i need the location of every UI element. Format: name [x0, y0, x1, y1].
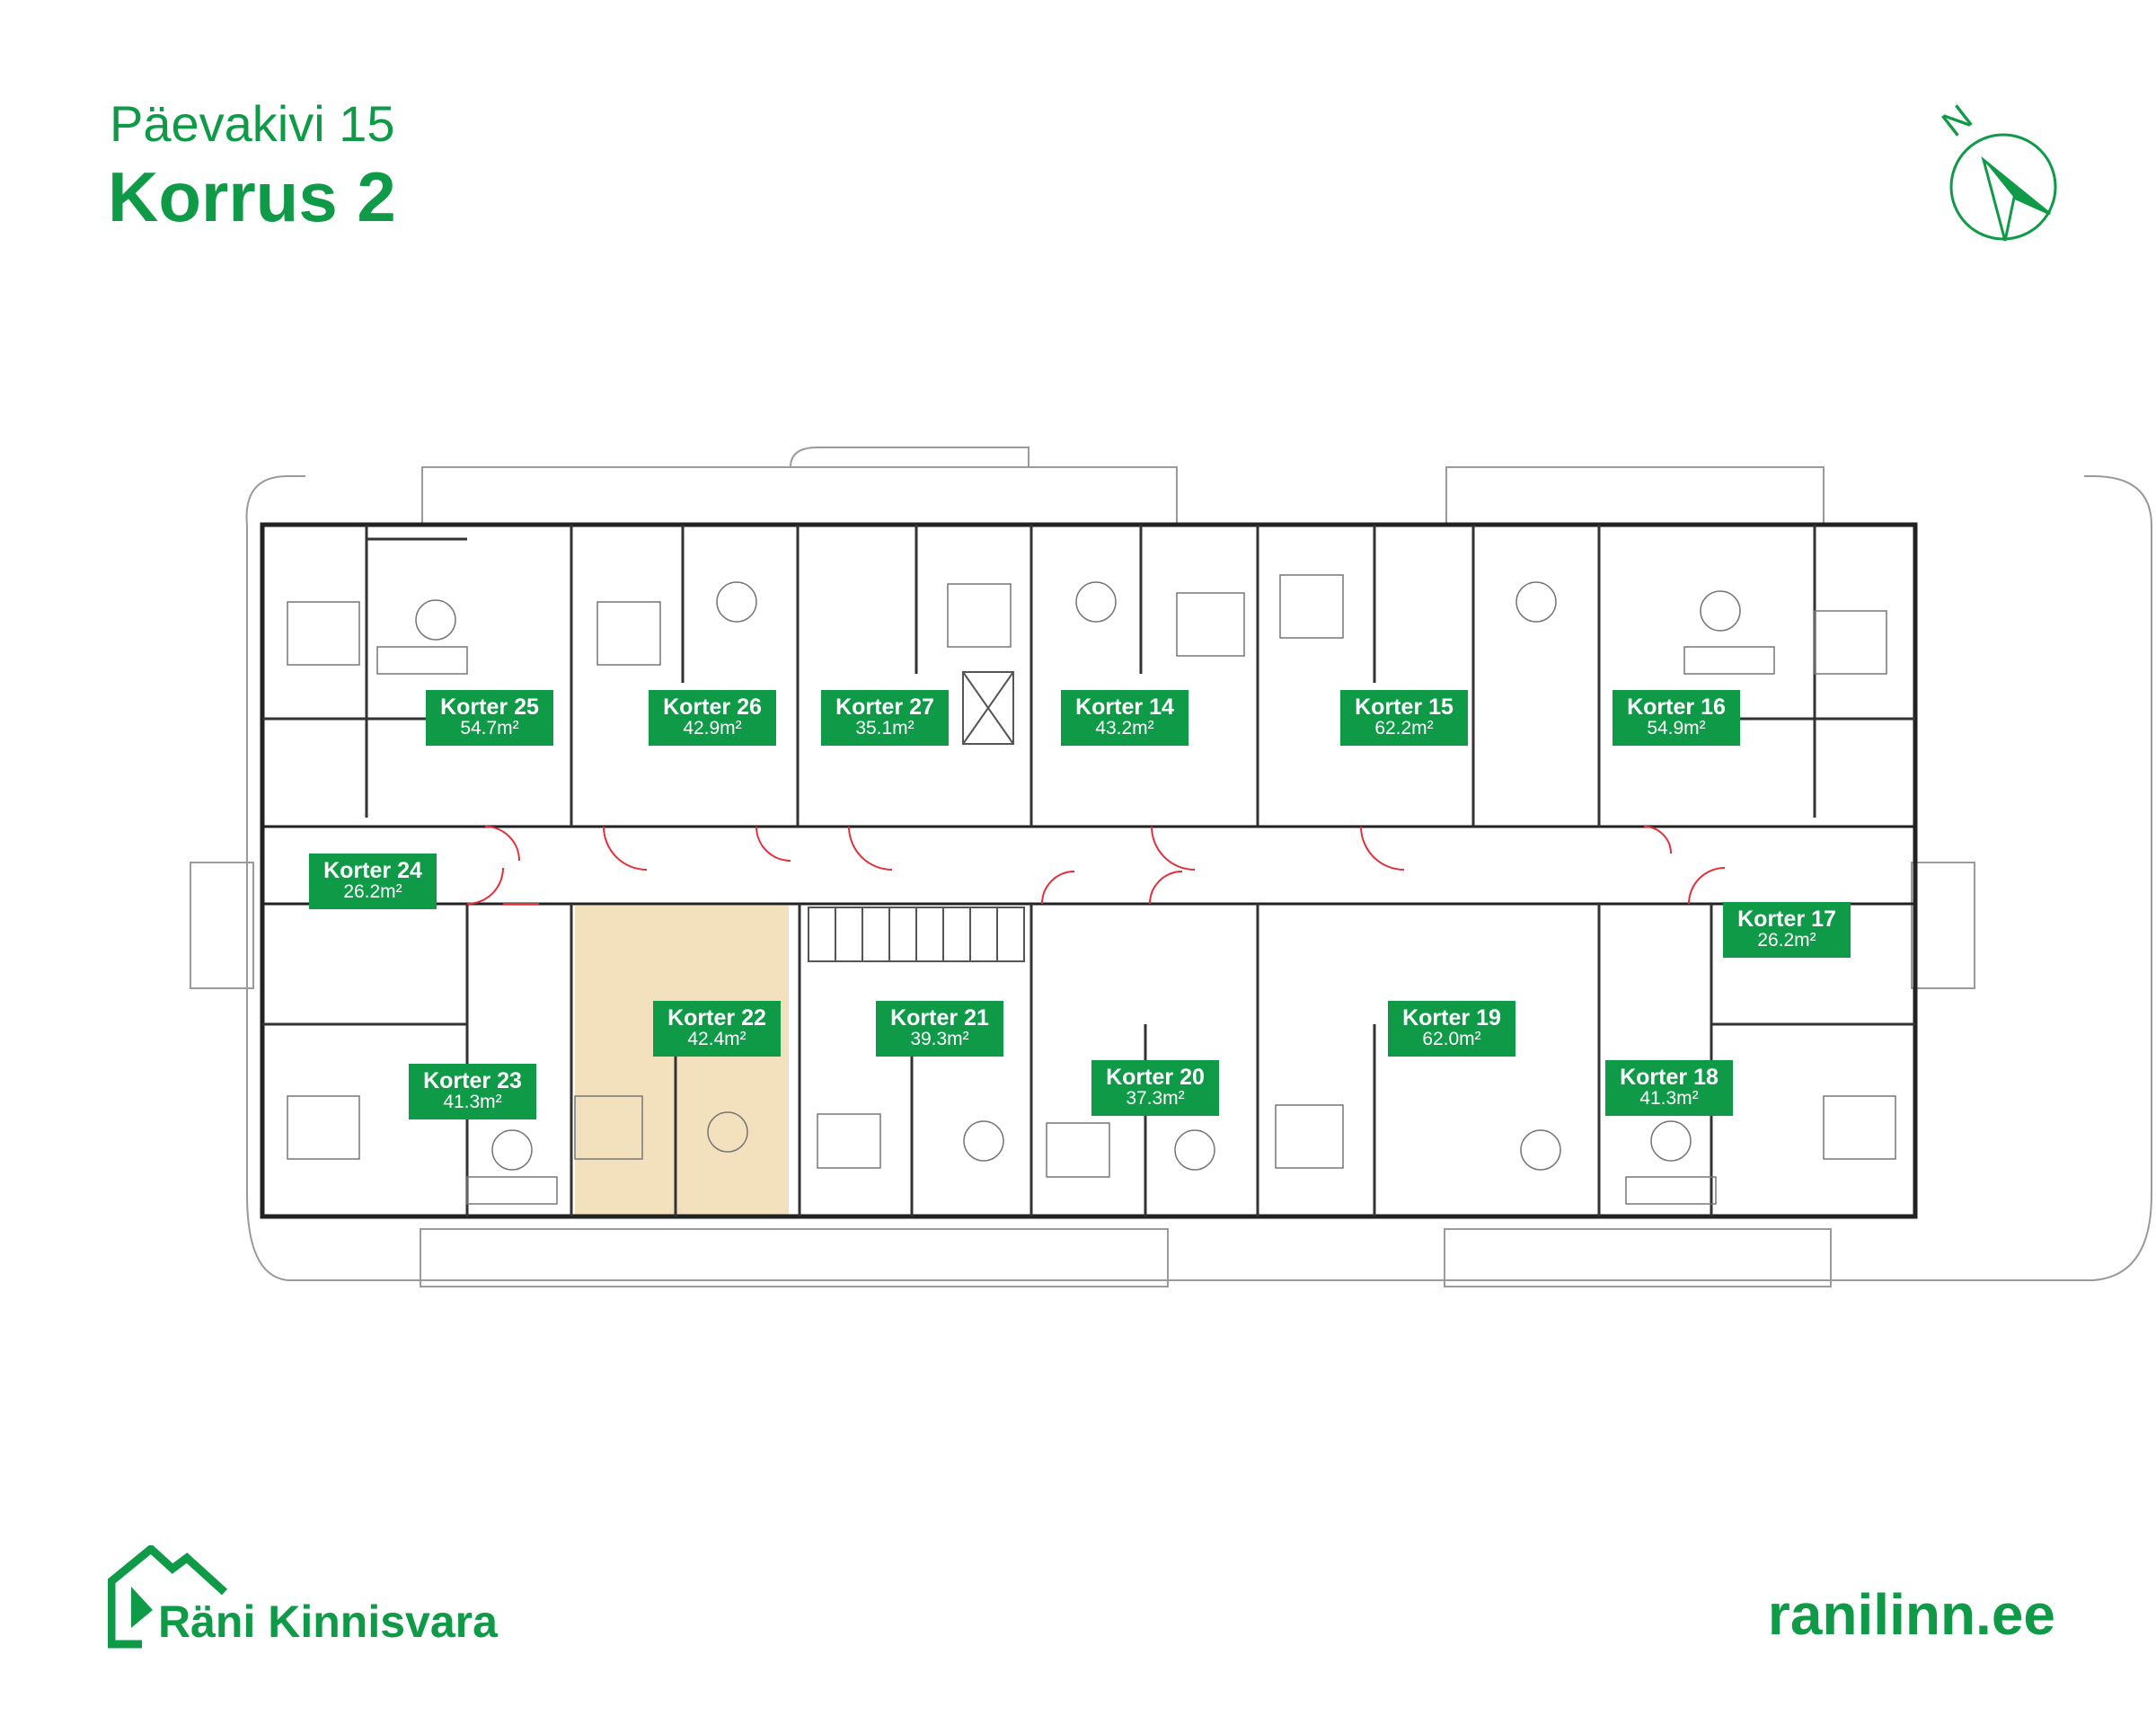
- apartment-name: Korter 18: [1620, 1065, 1719, 1090]
- apartment-label-korter-21[interactable]: Korter 21 39.3m²: [876, 1001, 1003, 1057]
- apartment-area: 26.2m²: [1757, 930, 1816, 951]
- house-logo-icon: [108, 1545, 228, 1649]
- apartment-label-korter-20[interactable]: Korter 20 37.3m²: [1091, 1060, 1219, 1117]
- brand-name: Räni Kinnisvara: [158, 1597, 498, 1647]
- apartment-area: 39.3m²: [910, 1029, 969, 1050]
- apartment-area: 26.2m²: [343, 881, 402, 903]
- website-link[interactable]: ranilinn.ee: [1767, 1582, 2055, 1647]
- apartment-label-korter-22[interactable]: Korter 22 42.4m²: [653, 1001, 781, 1057]
- apartment-name: Korter 24: [323, 858, 422, 883]
- apartment-label-korter-27[interactable]: Korter 27 35.1m²: [821, 690, 949, 747]
- apartment-name: Korter 25: [440, 694, 539, 720]
- apartment-area: 42.4m²: [687, 1029, 747, 1050]
- apartment-label-korter-26[interactable]: Korter 26 42.9m²: [649, 690, 776, 747]
- apartment-name: Korter 19: [1402, 1005, 1501, 1031]
- apartment-name: Korter 26: [663, 694, 762, 720]
- apartment-name: Korter 22: [667, 1005, 766, 1031]
- header-subtitle: Päevakivi 15: [110, 95, 395, 152]
- apartment-area: 37.3m²: [1126, 1088, 1185, 1110]
- apartment-label-korter-25[interactable]: Korter 25 54.7m²: [426, 690, 553, 747]
- apartment-label-korter-14[interactable]: Korter 14 43.2m²: [1061, 690, 1188, 747]
- apartment-label-korter-18[interactable]: Korter 18 41.3m²: [1605, 1060, 1733, 1117]
- apartment-area: 35.1m²: [855, 718, 915, 739]
- apartment-area: 62.2m²: [1374, 718, 1434, 739]
- apartment-area: 54.7m²: [460, 718, 519, 739]
- north-arrow-icon: N: [1935, 97, 2057, 242]
- apartment-area: 42.9m²: [683, 718, 742, 739]
- apartment-area: 43.2m²: [1095, 718, 1154, 739]
- apartment-area: 54.9m²: [1647, 718, 1706, 739]
- apartment-label-korter-23[interactable]: Korter 23 41.3m²: [409, 1064, 536, 1120]
- apartment-label-korter-16[interactable]: Korter 16 54.9m²: [1613, 690, 1740, 747]
- korter-22-highlight: [575, 906, 789, 1216]
- header-title: Korrus 2: [108, 157, 396, 236]
- apartment-name: Korter 17: [1737, 907, 1836, 932]
- apartment-name: Korter 21: [890, 1005, 989, 1031]
- apartment-area: 62.0m²: [1422, 1029, 1481, 1050]
- apartment-area: 41.3m²: [1639, 1088, 1699, 1110]
- apartment-label-korter-15[interactable]: Korter 15 62.2m²: [1340, 690, 1468, 747]
- apartment-label-korter-19[interactable]: Korter 19 62.0m²: [1388, 1001, 1515, 1057]
- apartment-label-korter-17[interactable]: Korter 17 26.2m²: [1723, 902, 1851, 959]
- apartment-label-korter-24[interactable]: Korter 24 26.2m²: [309, 854, 437, 910]
- apartment-name: Korter 14: [1075, 694, 1174, 720]
- apartment-name: Korter 15: [1355, 694, 1454, 720]
- apartment-name: Korter 27: [835, 694, 934, 720]
- apartment-area: 41.3m²: [443, 1092, 502, 1113]
- apartment-name: Korter 20: [1106, 1065, 1205, 1090]
- apartment-name: Korter 23: [423, 1068, 522, 1093]
- apartment-name: Korter 16: [1627, 694, 1726, 720]
